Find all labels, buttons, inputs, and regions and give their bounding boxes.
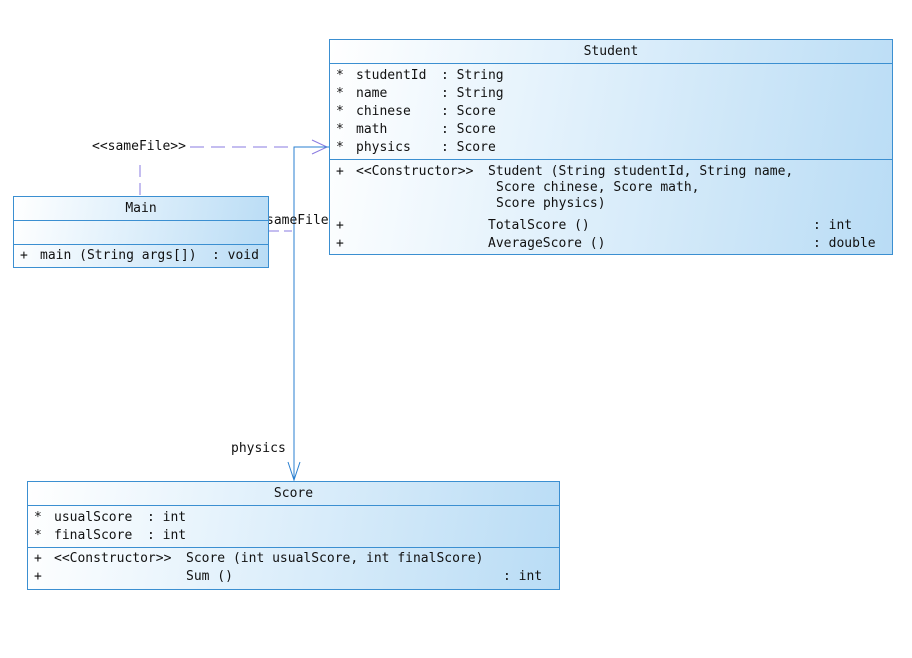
score-attributes: * usualScore : int * finalScore : int: [28, 506, 559, 548]
main-operations: + main (String args[]) : void: [14, 245, 268, 267]
attribute-row: * math : Score: [336, 122, 496, 137]
score-operations: + <<Constructor>> Score (int usualScore,…: [28, 548, 559, 589]
main-attributes: [14, 221, 268, 245]
attribute-row: * studentId : String: [336, 68, 504, 83]
method-row: + AverageScore () : double: [336, 236, 876, 251]
attribute-row: * finalScore : int: [34, 528, 187, 543]
relations-layer: [139, 139, 329, 482]
samefile-label: <<sameFile>>: [92, 139, 186, 154]
samefile-label-2: sameFile>: [266, 213, 337, 228]
attribute-row: * usualScore : int: [34, 510, 187, 525]
student-operations: + <<Constructor>> Student (String studen…: [330, 160, 892, 254]
constructor-row-cont: Score physics): [496, 196, 606, 211]
student-attributes: * studentId : String * name : String * c…: [330, 64, 892, 160]
score-class[interactable]: Score * usualScore : int * finalScore : …: [27, 481, 560, 590]
score-class-name: Score: [28, 482, 559, 506]
attribute-row: * name : String: [336, 86, 504, 101]
student-class-name: Student: [330, 40, 892, 64]
student-class[interactable]: Student * studentId : String * name : St…: [329, 39, 893, 255]
main-class[interactable]: Main + main (String args[]) : void: [13, 196, 269, 268]
attribute-row: * physics : Score: [336, 140, 496, 155]
method-row: + Sum () : int: [34, 569, 543, 584]
method-row: + TotalScore () : int: [336, 218, 853, 233]
physics-role-label: physics: [231, 441, 286, 456]
method-row: + main (String args[]) : void: [20, 248, 259, 263]
constructor-row: + <<Constructor>> Student (String studen…: [336, 164, 794, 179]
main-class-name: Main: [14, 197, 268, 221]
constructor-row-cont: Score chinese, Score math,: [496, 180, 700, 195]
constructor-row: + <<Constructor>> Score (int usualScore,…: [34, 551, 484, 566]
physics-association-line: [293, 146, 329, 480]
attribute-row: * chinese : Score: [336, 104, 496, 119]
physics-association-arrowhead: [287, 461, 301, 482]
